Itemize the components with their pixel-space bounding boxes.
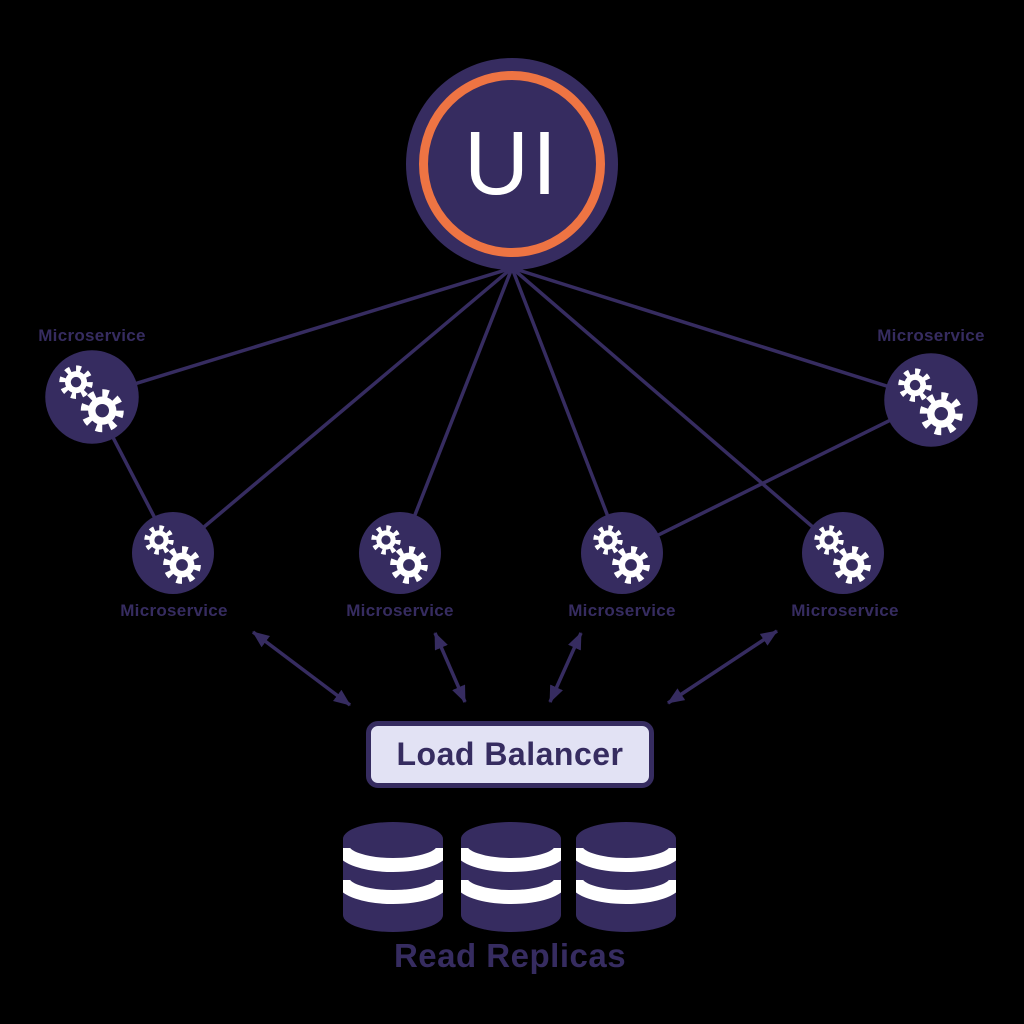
arrow-ms-mid-4-load-balancer [667, 629, 778, 705]
gear-icon [884, 353, 978, 447]
ms-label-top-right: Microservice [877, 326, 985, 345]
edge-ui-to-ms-top-right [511, 266, 932, 402]
gear-icon [581, 512, 663, 594]
edge-ui-to-ms-mid-3 [510, 267, 624, 554]
ms-label-mid-2: Microservice [346, 601, 454, 620]
arrow-ms-mid-1-load-balancer [251, 630, 352, 707]
ui-node: UI [406, 58, 618, 270]
ms-label-mid-1: Microservice [120, 601, 228, 620]
database-icon [343, 822, 676, 934]
edge-ui-to-ms-mid-1 [171, 266, 514, 555]
read-replicas-label: Read Replicas [393, 937, 627, 974]
edge-ui-to-ms-top-left [91, 266, 513, 399]
ui-node-label: UI [464, 114, 560, 214]
ms-label-mid-4: Microservice [791, 601, 899, 620]
gear-icon [45, 350, 139, 444]
gear-icon [132, 512, 214, 594]
arrow-ms-mid-2-load-balancer [433, 632, 467, 703]
edge-ui-to-ms-mid-4 [510, 266, 845, 555]
load-balancer-label: Load Balancer [396, 736, 624, 772]
arrow-ms-mid-3-load-balancer [548, 632, 583, 703]
ms-label-mid-3: Microservice [568, 601, 676, 620]
ms-label-top-left: Microservice [38, 326, 146, 345]
edge-ms-top-right-to-ms-mid-3 [621, 398, 932, 555]
edge-ui-to-ms-mid-2 [398, 267, 514, 554]
gear-icon [802, 512, 884, 594]
load-balancer-box: Load Balancer [366, 721, 654, 788]
orange-ring [419, 71, 605, 257]
gear-icon [359, 512, 441, 594]
